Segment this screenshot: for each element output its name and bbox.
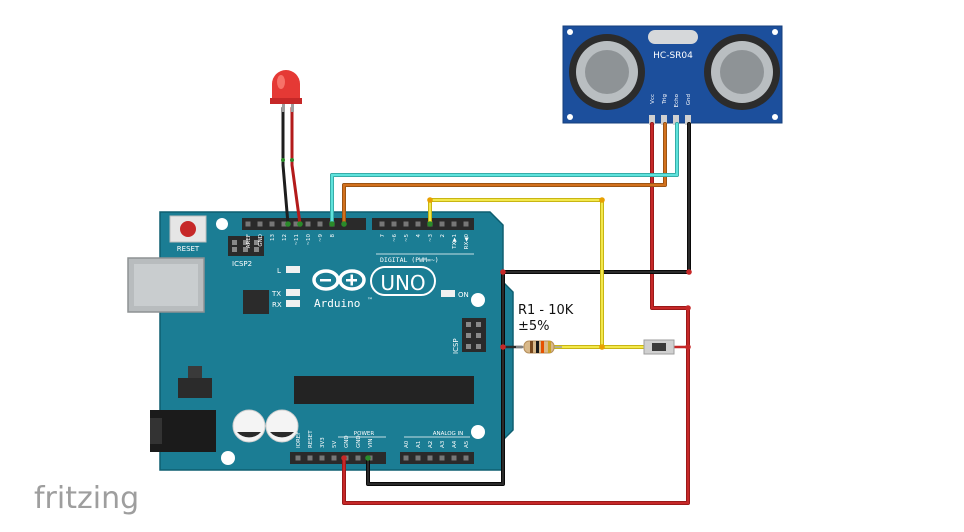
analog-pin-label: A2 <box>428 441 434 448</box>
digital-pin-label: ~3 <box>428 234 434 243</box>
icsp2-label: ICSP2 <box>232 260 252 268</box>
analog-pin-label: A1 <box>416 441 422 448</box>
digital-pin-label: ~5 <box>404 234 410 243</box>
digital-header <box>242 218 474 230</box>
usb-connector-face <box>134 264 198 306</box>
arduino-uno-board: RESET ICSP2 L TX RX UNO Arduino ™ <box>127 211 514 471</box>
digital-pin-label: 7 <box>380 234 386 238</box>
digital-section-label: DIGITAL (PWM=~) <box>380 256 439 264</box>
led-rx <box>286 300 300 307</box>
digital-pin-label: 13 <box>270 234 276 241</box>
usb-chip <box>243 290 269 314</box>
mounting-hole <box>471 425 485 439</box>
uno-logo-frame <box>370 266 436 296</box>
power-pin-label: GND <box>344 435 350 448</box>
wire-echo-cyan <box>330 122 679 226</box>
voltage-regulator-tab <box>188 366 202 378</box>
mounting-hole <box>471 293 485 307</box>
fritzing-watermark: fritzing <box>34 481 139 516</box>
led-tx-label: TX <box>271 290 281 298</box>
wire-5v-red <box>342 122 690 505</box>
sensor-pin-label: Vcc <box>650 94 656 104</box>
led-rx-label: RX <box>272 301 282 309</box>
analog-section-label: ANALOG IN <box>433 431 464 437</box>
power-pin-label: VIN <box>368 439 374 449</box>
arduino-logo <box>312 269 366 291</box>
sensor-pin-label: Gnd <box>686 94 692 105</box>
digital-pin-label: AREF <box>246 234 252 248</box>
digital-pin-label: ~6 <box>392 234 398 243</box>
icsp-label: ICSP <box>452 338 460 354</box>
crystal-oscillator <box>648 30 698 44</box>
wire-gnd-black <box>366 122 691 486</box>
power-pin-label: GND <box>356 435 362 448</box>
led-tx <box>286 289 300 296</box>
digital-pin-label: 2 <box>440 234 446 238</box>
icsp-pins <box>466 322 481 349</box>
mounting-hole <box>216 218 228 230</box>
power-pin-label: 5V <box>332 441 338 448</box>
analog-header <box>400 452 474 464</box>
icsp2-pins <box>232 240 259 252</box>
analog-pin-label: A5 <box>464 440 470 448</box>
wire-led-cathode <box>281 106 290 226</box>
voltage-regulator <box>178 378 212 398</box>
resistor-r1 <box>516 340 562 354</box>
led-l <box>286 266 300 273</box>
atmega-chip <box>294 376 474 404</box>
mounting-hole <box>221 451 235 465</box>
digital-pin-label: TX▶1 <box>452 234 458 250</box>
led-on-label: ON <box>458 291 469 299</box>
red-led <box>270 70 302 112</box>
digital-pin-label: ~11 <box>294 234 300 246</box>
reset-label: RESET <box>177 245 200 253</box>
reset-button-cap[interactable] <box>180 221 196 237</box>
sensor-pin-label: Trig <box>662 94 668 105</box>
wire-led-anode <box>290 106 302 226</box>
icsp-header <box>462 318 486 352</box>
analog-pin-label: A0 <box>404 440 410 448</box>
push-button <box>643 339 675 355</box>
push-button-cap <box>652 343 666 351</box>
digital-pin-label: 4 <box>416 234 422 238</box>
digital-pin-label: 8 <box>330 234 336 238</box>
digital-pin-label: RX◀0 <box>464 234 470 250</box>
analog-pin-label: A4 <box>452 440 458 448</box>
wire-button-yellow <box>428 198 604 349</box>
power-pin-label: IOREF <box>296 432 302 448</box>
digital-pin-label: 12 <box>282 234 288 241</box>
led-on <box>441 290 455 297</box>
led-body <box>272 70 300 98</box>
power-pin-label: 3V3 <box>320 437 326 448</box>
resistor-tolerance-label: ±5% <box>518 319 550 334</box>
digital-pin-label: ~9 <box>318 234 324 243</box>
arduino-brand-text: Arduino <box>314 297 360 310</box>
digital-pin-label: ~10 <box>306 234 312 246</box>
sensor-model-label: HC-SR04 <box>653 51 693 61</box>
wire-trig-orange <box>342 122 667 226</box>
trademark-symbol: ™ <box>367 297 373 304</box>
power-section-label: POWER <box>354 431 375 437</box>
uno-logo-text: UNO <box>380 271 425 295</box>
dc-jack-opening <box>150 418 162 444</box>
led-rim <box>270 98 302 104</box>
power-pin-label: RESET <box>308 430 314 448</box>
analog-pin-label: A3 <box>440 440 446 448</box>
power-header <box>290 452 386 464</box>
sensor-pin-label: Echo <box>674 93 680 107</box>
wires <box>281 106 692 505</box>
hc-sr04-sensor: HC-SR04 Vcc Trig Echo Gnd <box>562 25 783 125</box>
resistor-name-label: R1 - 10K <box>518 303 574 318</box>
digital-pin-label: GND <box>258 234 264 247</box>
sensor-pins <box>649 115 691 125</box>
led-l-label: L <box>277 267 281 275</box>
